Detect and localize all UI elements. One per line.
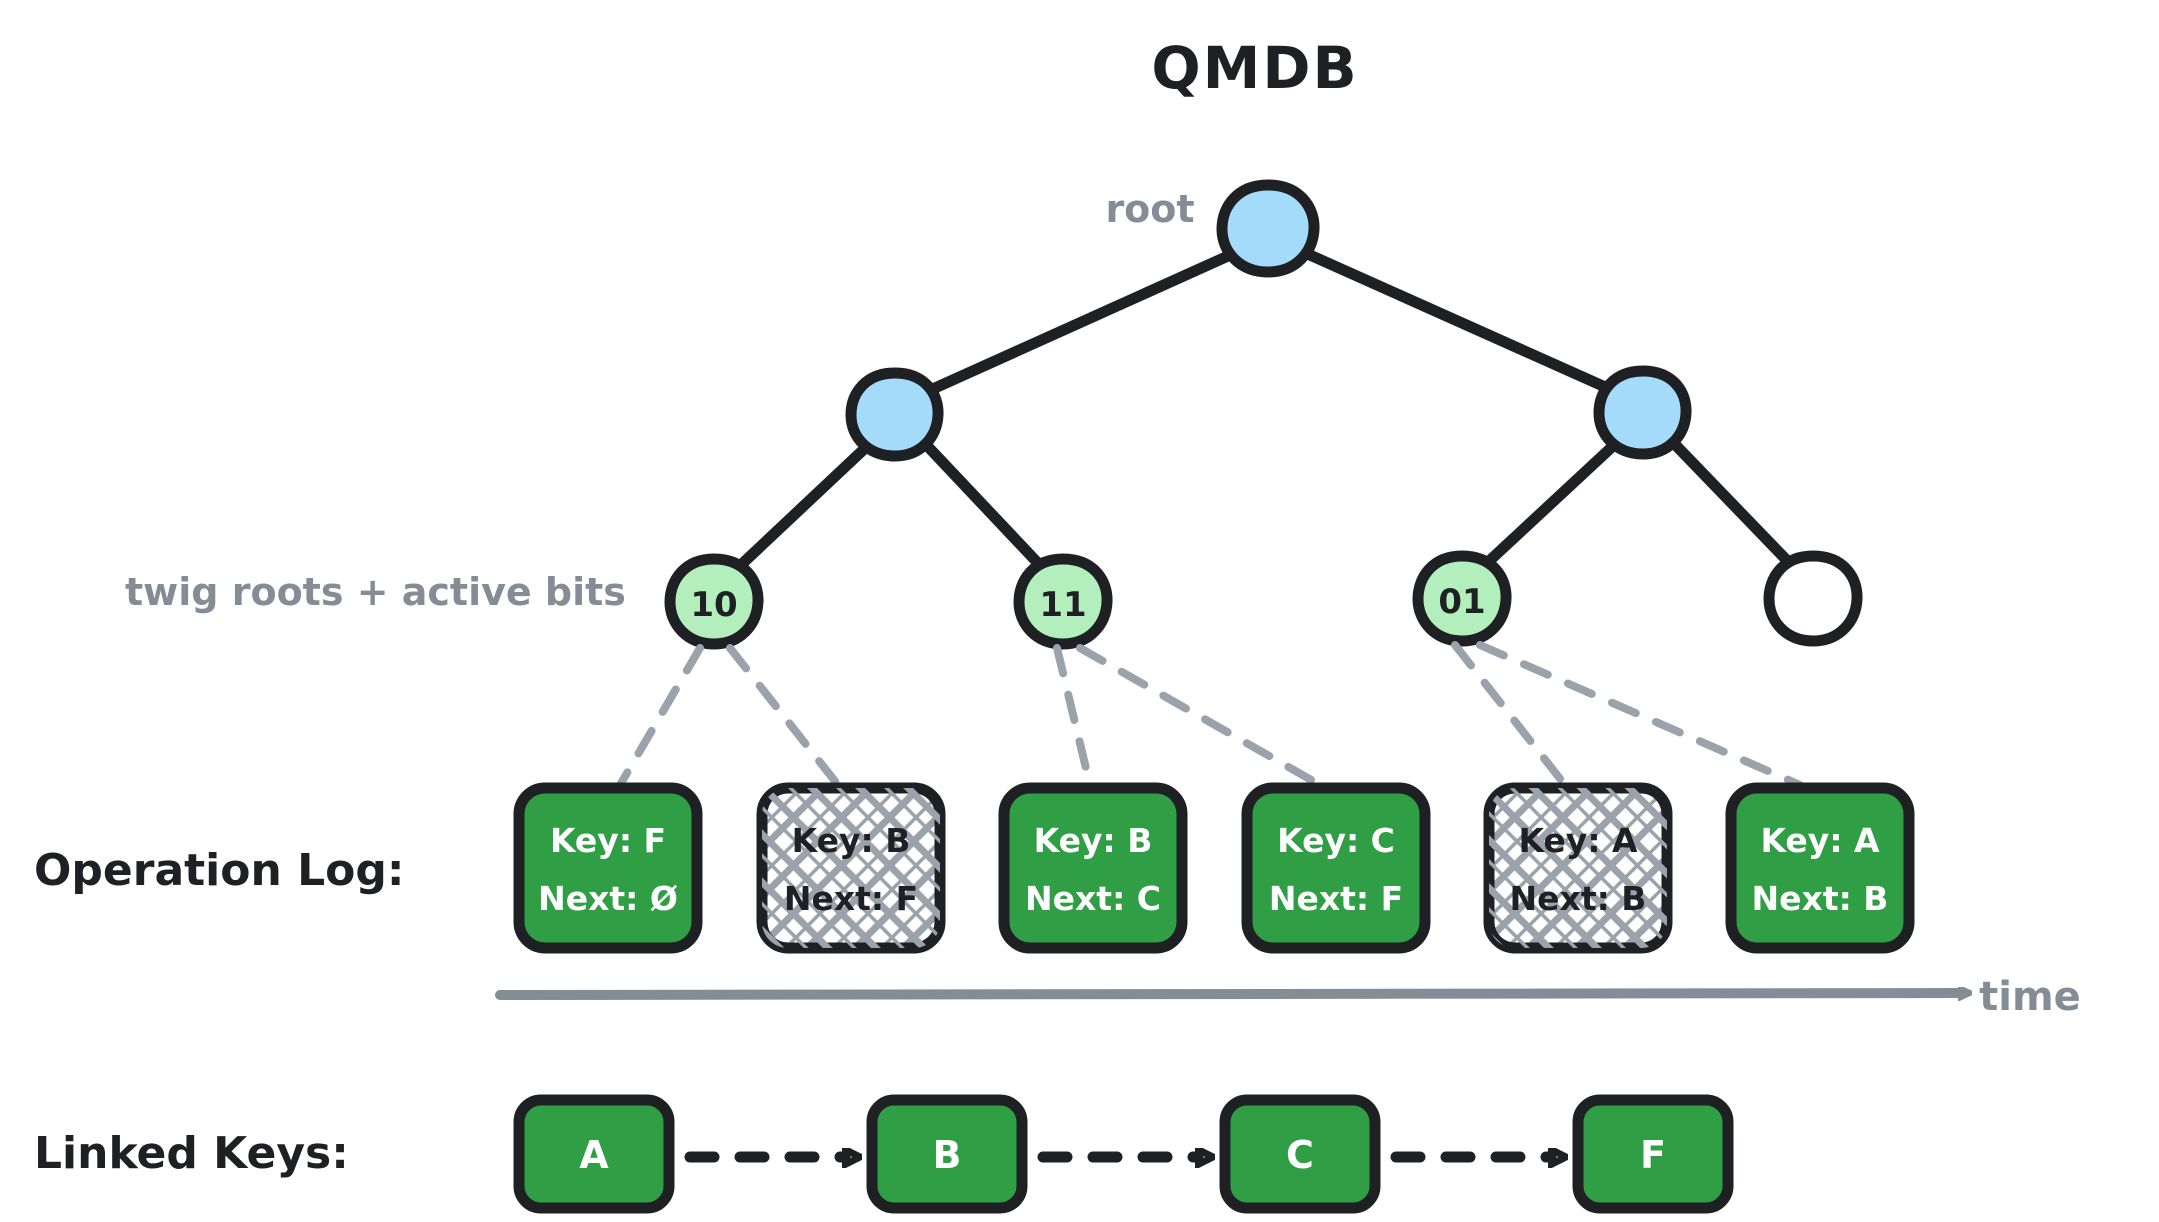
- link-twig11-entry2: [1053, 644, 1094, 789]
- link-twig01-entry5: [1476, 641, 1804, 789]
- oplog-entry-2[interactable]: Key: B Next: C: [998, 782, 1188, 954]
- tree-nodes: root 10 11 01: [664, 179, 1863, 650]
- linked-key-b-label: B: [933, 1133, 962, 1177]
- linked-key-node-b[interactable]: B: [866, 1094, 1028, 1214]
- oplog-entry-5-next: Next: B: [1752, 879, 1889, 918]
- oplog-entry-4-next: Next: B: [1510, 879, 1647, 918]
- linked-key-node-a[interactable]: A: [513, 1094, 675, 1214]
- inner-right-node-shape: [1593, 365, 1692, 460]
- linked-key-c-label: C: [1286, 1133, 1314, 1177]
- twig-01-shape: [1412, 550, 1512, 647]
- edge-left-inner-to-twig-10: [721, 430, 884, 584]
- link-twig01-entry4: [1451, 641, 1569, 789]
- linked-key-a-label: A: [579, 1133, 609, 1177]
- oplog-entry-2-box: [998, 782, 1188, 954]
- linked-key-c-box: [1219, 1094, 1381, 1214]
- time-axis-line: [495, 993, 1960, 995]
- oplog-entry-1[interactable]: Key: B Next: F: [756, 782, 946, 954]
- oplog-entry-1-next: Next: F: [784, 879, 918, 918]
- linked-key-b-box: [866, 1094, 1028, 1214]
- oplog-entry-2-next: Next: C: [1025, 879, 1161, 918]
- linked-key-node-f[interactable]: F: [1572, 1094, 1734, 1214]
- time-axis: time: [495, 974, 2081, 1020]
- edge-root-to-right-inner: [1286, 241, 1629, 401]
- twig-to-oplog-links: [616, 641, 1804, 789]
- edge-left-inner-to-twig-11: [910, 428, 1058, 584]
- operation-log-entries: Key: F Next: Ø Key: B Next: F Key: B Nex…: [513, 782, 1915, 954]
- tree-node-root[interactable]: [1216, 179, 1320, 278]
- edge-root-to-left-inner: [909, 241, 1254, 403]
- linked-keys-chain: A B C F: [513, 1094, 1734, 1214]
- oplog-entry-4-hatch-overlay: [1489, 788, 1667, 948]
- oplog-entry-0[interactable]: Key: F Next: Ø: [513, 782, 703, 954]
- inner-left-node-shape: [845, 367, 944, 462]
- tree-edges: [721, 241, 1807, 584]
- oplog-entry-3-next: Next: F: [1269, 879, 1403, 918]
- twig-11-label: 11: [1039, 585, 1086, 625]
- link-twig11-entry3: [1076, 644, 1324, 789]
- time-axis-label: time: [1979, 974, 2081, 1020]
- linked-key-f-label: F: [1640, 1133, 1666, 1177]
- oplog-entry-5-box: [1725, 782, 1915, 954]
- oplog-entry-2-key: Key: B: [1034, 821, 1153, 860]
- linked-key-node-c[interactable]: C: [1219, 1094, 1381, 1214]
- root-node-shape: [1216, 179, 1320, 278]
- oplog-entry-0-next: Next: Ø: [538, 879, 678, 918]
- twig-node-11[interactable]: 11: [1013, 553, 1113, 650]
- oplog-entry-4-key: Key: A: [1518, 821, 1638, 860]
- twig-node-01[interactable]: 01: [1412, 550, 1512, 647]
- twig-01-label: 01: [1438, 582, 1485, 622]
- edge-right-inner-to-twig-01: [1467, 427, 1633, 582]
- link-twig10-entry0: [616, 644, 704, 789]
- page-title: QMDB: [1151, 34, 1358, 102]
- root-label: root: [1105, 187, 1194, 231]
- tree-node-inner-right[interactable]: [1593, 365, 1692, 460]
- twig-roots-label: twig roots + active bits: [125, 570, 626, 614]
- oplog-entry-5-key: Key: A: [1760, 821, 1880, 860]
- oplog-entry-1-hatch-overlay: [762, 788, 940, 948]
- twig-node-empty[interactable]: [1763, 550, 1863, 647]
- oplog-entry-4[interactable]: Key: A Next: B: [1483, 782, 1673, 954]
- oplog-entry-3[interactable]: Key: C Next: F: [1241, 782, 1431, 954]
- oplog-entry-3-key: Key: C: [1277, 821, 1395, 860]
- oplog-entry-0-key: Key: F: [550, 821, 666, 860]
- linked-key-a-box: [513, 1094, 675, 1214]
- oplog-entry-0-box: [513, 782, 703, 954]
- operation-log-label: Operation Log:: [34, 845, 404, 896]
- linked-key-f-box: [1572, 1094, 1734, 1214]
- tree-node-inner-left[interactable]: [845, 367, 944, 462]
- link-twig10-entry1: [726, 644, 842, 789]
- linked-keys-label: Linked Keys:: [34, 1128, 349, 1179]
- twig-11-shape: [1013, 553, 1113, 650]
- edge-right-inner-to-twig-empty: [1657, 426, 1807, 581]
- twig-10-shape: [664, 553, 764, 650]
- oplog-entry-5[interactable]: Key: A Next: B: [1725, 782, 1915, 954]
- oplog-entry-3-box: [1241, 782, 1431, 954]
- twig-10-label: 10: [690, 585, 737, 625]
- oplog-entry-1-key: Key: B: [792, 821, 911, 860]
- twig-empty-shape: [1763, 550, 1863, 647]
- twig-node-10[interactable]: 10: [664, 553, 764, 650]
